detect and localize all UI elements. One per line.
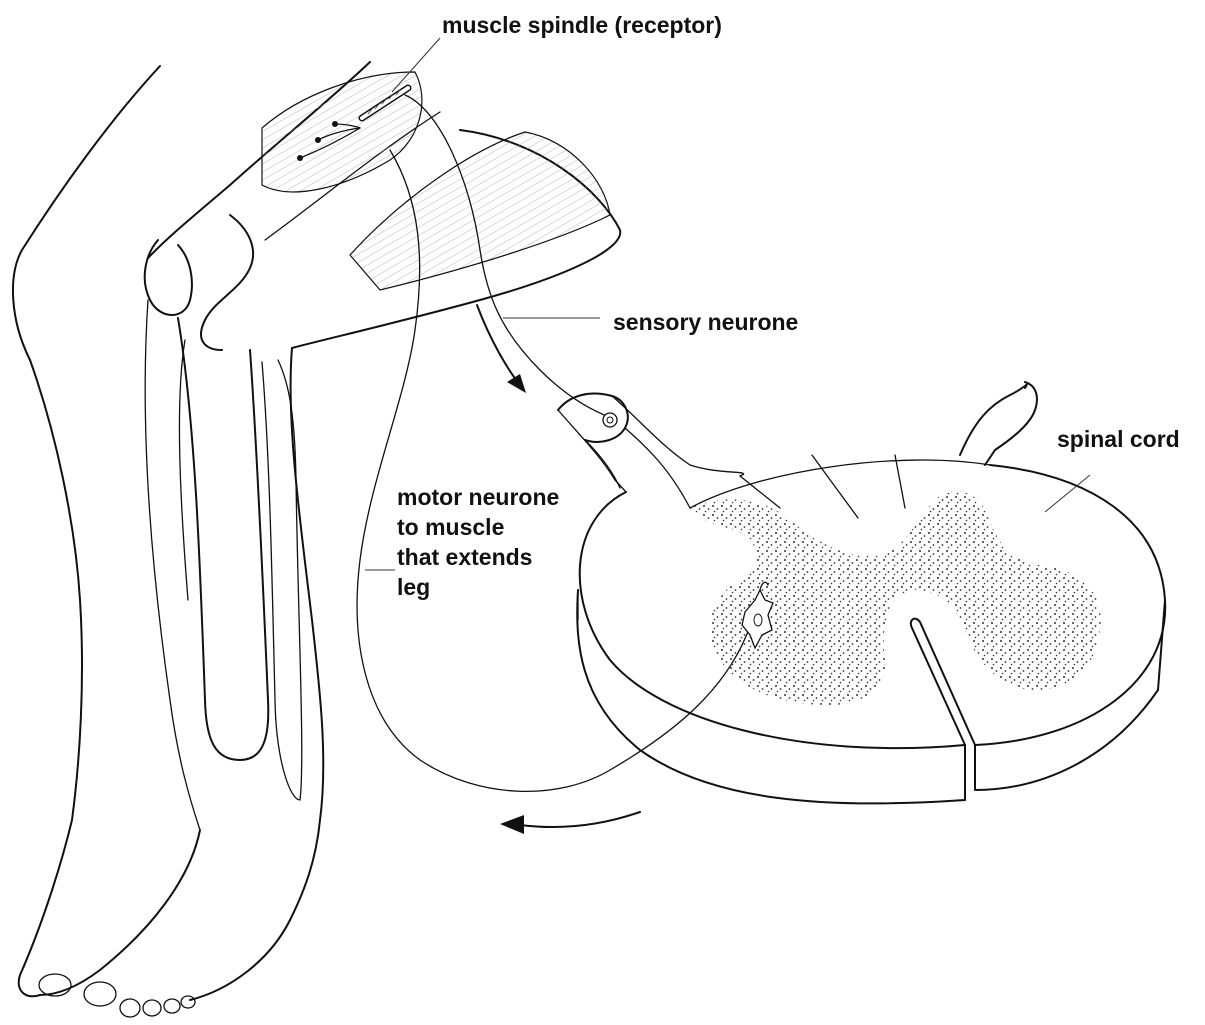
tibia	[178, 318, 268, 760]
fibula	[262, 360, 302, 800]
sensory-neurone-label: sensory neurone	[613, 307, 798, 337]
spinal-cord-leader-line	[1045, 475, 1090, 512]
motor-neurone-label: motor neurone to muscle that extends leg	[397, 482, 559, 602]
motor-neurone-label-line-1: motor neurone	[397, 482, 559, 512]
inner-leg-line	[145, 300, 200, 830]
calf-outline	[30, 360, 82, 820]
spinal-cord-label: spinal cord	[1057, 424, 1180, 454]
toes	[39, 974, 195, 1017]
motor-neurone-label-line-4: leg	[397, 572, 559, 602]
patella	[145, 240, 192, 315]
thigh-back-outline	[13, 66, 160, 360]
right-dorsal-root	[960, 382, 1037, 465]
motor-neurone-label-line-3: that extends	[397, 542, 559, 572]
motor-neurone-label-line-2: to muscle	[397, 512, 559, 542]
front-foot-top	[40, 830, 200, 995]
sensory-direction-arrow	[477, 305, 520, 385]
muscle-spindle-label: muscle spindle (receptor)	[442, 10, 722, 40]
motor-direction-arrow	[520, 812, 640, 827]
femur-condyle	[201, 215, 253, 350]
rear-foot-heel	[19, 820, 72, 996]
grey-matter	[690, 491, 1101, 705]
front-foot-outer	[190, 920, 290, 1000]
anterior-fissure	[911, 619, 975, 745]
shin-front-outline	[290, 348, 323, 920]
